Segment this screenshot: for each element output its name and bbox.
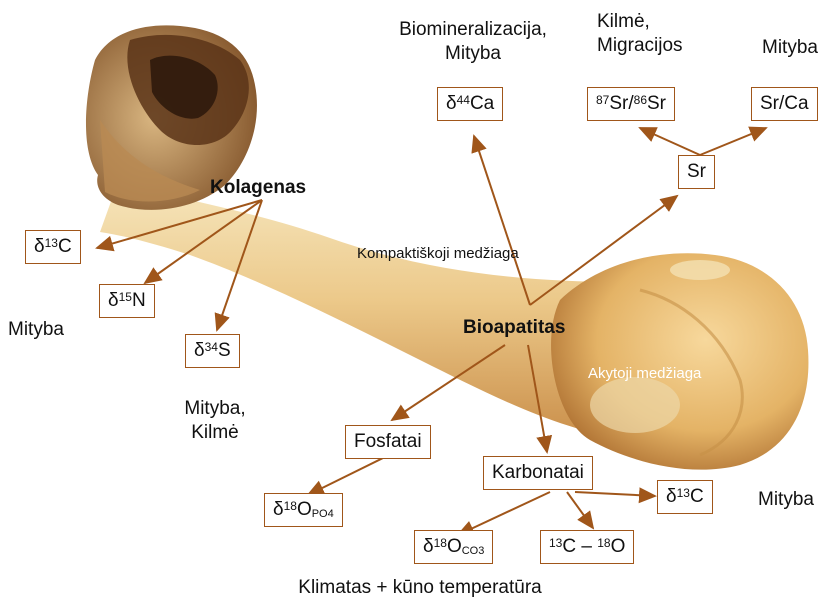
label-mityba-right: Mityba	[758, 488, 814, 512]
arrow-bio-fosfatai	[392, 345, 505, 420]
box-delta13c-collagen: δ13C	[25, 230, 81, 264]
arrow-fosfatai-o18	[308, 456, 387, 495]
label-klimatas: Klimatas + kūno temperatūra	[280, 576, 560, 600]
arrow-bio-ca	[474, 136, 530, 305]
arrow-kolagenas-c13	[97, 200, 262, 248]
label-mityba-kilme: Mityba, Kilmė	[160, 397, 270, 445]
box-delta18o-co3: δ18OCO3	[414, 530, 493, 564]
arrow-bio-karbonatai	[528, 345, 547, 452]
arrow-sr-ratio	[640, 128, 700, 155]
label-biomineralizacija: Biomineralizacija, Mityba	[373, 18, 573, 66]
label-kilme-migracijos: Kilmė, Migracijos	[597, 10, 683, 58]
label-akytoji: Akytoji medžiaga	[588, 362, 701, 386]
label-kolagenas: Kolagenas	[210, 176, 306, 200]
box-c13-o18: 13C – 18O	[540, 530, 634, 564]
box-karbonatai: Karbonatai	[483, 456, 593, 490]
box-delta15n: δ15N	[99, 284, 155, 318]
label-mityba-left: Mityba	[8, 318, 64, 342]
box-delta44ca: δ44Ca	[437, 87, 503, 121]
label-mityba-top-right: Mityba	[762, 36, 818, 60]
arrow-sr-srca	[700, 128, 766, 155]
box-delta18o-po4: δ18OPO4	[264, 493, 343, 527]
arrow-kolagenas-s34	[217, 200, 262, 330]
label-bioapatitas: Bioapatitas	[463, 316, 565, 340]
box-sr: Sr	[678, 155, 715, 189]
arrow-bio-sr	[530, 196, 677, 305]
box-fosfatai: Fosfatai	[345, 425, 431, 459]
arrow-karb-c13o18	[567, 492, 593, 528]
box-delta13c-carbonate: δ13C	[657, 480, 713, 514]
box-delta34s: δ34S	[185, 334, 240, 368]
arrow-karb-o18	[458, 492, 550, 535]
box-srca: Sr/Ca	[751, 87, 818, 121]
label-kompaktiskoji: Kompaktiškoji medžiaga	[357, 242, 519, 266]
arrow-karb-c13	[575, 492, 655, 496]
arrow-kolagenas-n15	[145, 200, 262, 283]
box-sr-ratio: 87Sr/86Sr	[587, 87, 675, 121]
